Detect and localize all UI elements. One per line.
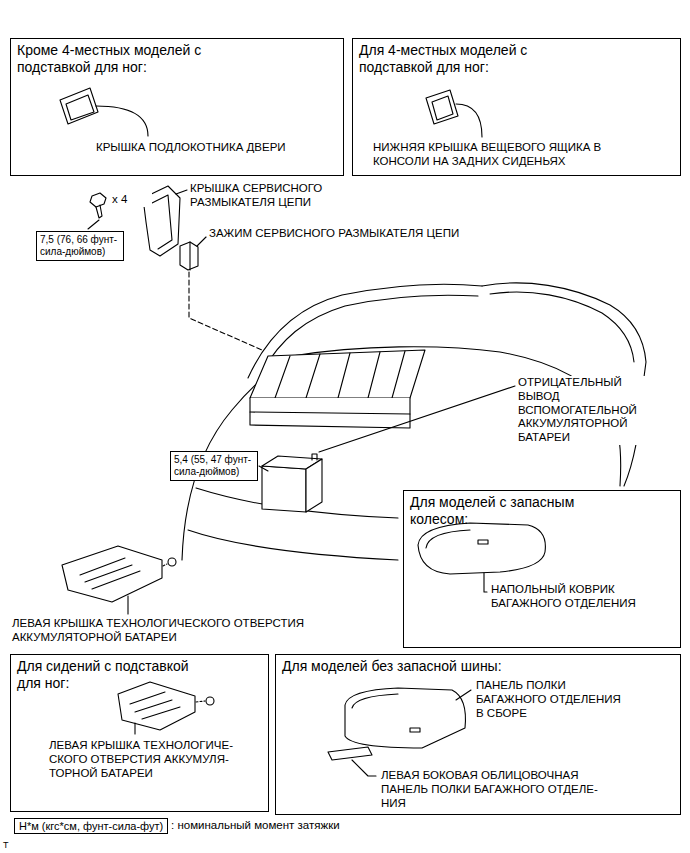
service-plug-grip xyxy=(189,242,190,270)
leader-line xyxy=(319,386,515,452)
option-frame: Кроме 4-местных моделей с подставкой для… xyxy=(10,38,344,176)
part-label: ОТРИЦАТЕЛЬНЫЙ ВЫВОД ВСПОМОГАТЕЛЬНОЙ АККУ… xyxy=(518,376,658,445)
part-label: НАПОЛЬНЫЙ КОВРИК БАГАЖНОГО ОТДЕЛЕНИЯ xyxy=(491,583,666,611)
leader-line xyxy=(88,220,99,229)
console-cover xyxy=(426,90,458,124)
part-label: ЛЕВАЯ БОКОВАЯ ОБЛИЦОВОЧНАЯ ПАНЕЛЬ ПОЛКИ … xyxy=(381,769,616,810)
auxiliary-battery xyxy=(306,459,322,512)
torque-value: Н*м (кгс*см, фунт-сила-фут) xyxy=(19,819,163,833)
deck-board-handle xyxy=(410,728,420,732)
option-heading: Для моделей с запасным колесом: xyxy=(410,494,610,528)
service-plug-cover xyxy=(150,195,172,249)
leader-line xyxy=(197,237,206,246)
leader-line xyxy=(352,760,376,776)
quantity-note: x 4 xyxy=(112,193,152,207)
option-heading: Для сидений с подставкой для ног: xyxy=(17,658,207,692)
part-label: ЗАЖИМ СЕРВИСНОГО РАЗМЫКАТЕЛЯ ЦЕПИ xyxy=(209,227,529,241)
leader-line xyxy=(456,104,482,137)
option-heading: Кроме 4-местных моделей с подставкой для… xyxy=(17,42,237,76)
service-hole-cover xyxy=(62,546,162,602)
part-label: ЛЕВАЯ КРЫШКА ТЕХНОЛОГИЧЕСКОГО ОТВЕРСТИЯ … xyxy=(12,617,342,645)
service-plug-grip xyxy=(180,242,198,270)
torque-box: 7,5 (76, 66 фунт- сила-дюймов) xyxy=(36,231,124,261)
bolt xyxy=(206,697,214,705)
floor-mat-handle xyxy=(478,540,488,544)
leader-line xyxy=(176,190,187,194)
option-frame: Для 4-местных моделей с подставкой для н… xyxy=(352,38,681,176)
hybrid-battery xyxy=(275,351,405,398)
part-label: ЛЕВАЯ КРЫШКА ТЕХНОЛОГИЧЕ- СКОГО ОТВЕРСТИ… xyxy=(49,739,249,780)
torque-legend-box: Н*м (кгс*см, фунт-сила-фут) xyxy=(14,818,168,834)
page-mark: T xyxy=(3,840,23,851)
leader-line xyxy=(127,596,128,614)
option-frame: Для моделей с запасным колесом: НАПОЛЬНЫЙ… xyxy=(403,490,681,648)
leader-line xyxy=(456,690,471,700)
armrest-cover xyxy=(60,88,98,124)
bolt xyxy=(90,193,106,207)
option-heading: Для моделей без запасной шины: xyxy=(282,658,662,675)
option-heading: Для 4-местных моделей с подставкой для н… xyxy=(359,42,569,76)
part-label: КРЫШКА СЕРВИСНОГО РАЗМЫКАТЕЛЯ ЦЕПИ xyxy=(190,182,335,210)
deck-board xyxy=(352,694,398,708)
torque-box: 5,4 (55, 47 фунт- сила-дюймов) xyxy=(170,451,258,481)
option-frame: Для моделей без запасной шины: ПАНЕЛЬ ПОЛ… xyxy=(275,654,681,815)
part-label: ПАНЕЛЬ ПОЛКИ БАГАЖНОГО ОТДЕЛЕНИЯ В СБОРЕ xyxy=(476,679,626,720)
service-hole-cover xyxy=(130,692,180,719)
leader-line xyxy=(484,573,487,592)
legend-note: : номинальный момент затяжки xyxy=(171,819,340,833)
leader-line xyxy=(134,723,135,734)
armrest-cover xyxy=(66,95,94,120)
bolt xyxy=(168,558,176,566)
side-trim-panel xyxy=(328,747,372,760)
install-path xyxy=(189,272,262,350)
service-hole-cover xyxy=(80,558,140,589)
torque-value: 5,4 (55, 47 фунт- сила-дюймов) xyxy=(174,454,254,478)
service-hole-cover xyxy=(118,682,195,730)
hybrid-battery xyxy=(250,398,410,428)
trunk-lid xyxy=(490,292,634,362)
leader-line xyxy=(259,466,268,471)
install-path xyxy=(196,701,205,702)
install-path xyxy=(163,564,167,566)
floor-mat xyxy=(426,530,470,548)
option-frame: Для сидений с подставкой для ног: ЛЕВАЯ К… xyxy=(10,654,269,812)
leader-line xyxy=(96,106,148,136)
bolt xyxy=(96,205,102,218)
battery-terminal xyxy=(312,454,317,460)
auxiliary-battery xyxy=(262,466,306,512)
rear-bumper xyxy=(188,530,398,560)
part-label: КРЫШКА ПОДЛОКОТНИКА ДВЕРИ xyxy=(96,141,336,155)
torque-value: 7,5 (76, 66 фунт- сила-дюймов) xyxy=(40,234,120,258)
hybrid-battery xyxy=(250,350,425,398)
deck-board xyxy=(345,688,465,748)
floor-mat xyxy=(418,523,545,574)
console-cover xyxy=(432,96,453,120)
hybrid-battery xyxy=(250,412,410,414)
part-label: НИЖНЯЯ КРЫШКА ВЕЩЕВОГО ЯЩИКА В КОНСОЛИ Н… xyxy=(373,141,638,169)
